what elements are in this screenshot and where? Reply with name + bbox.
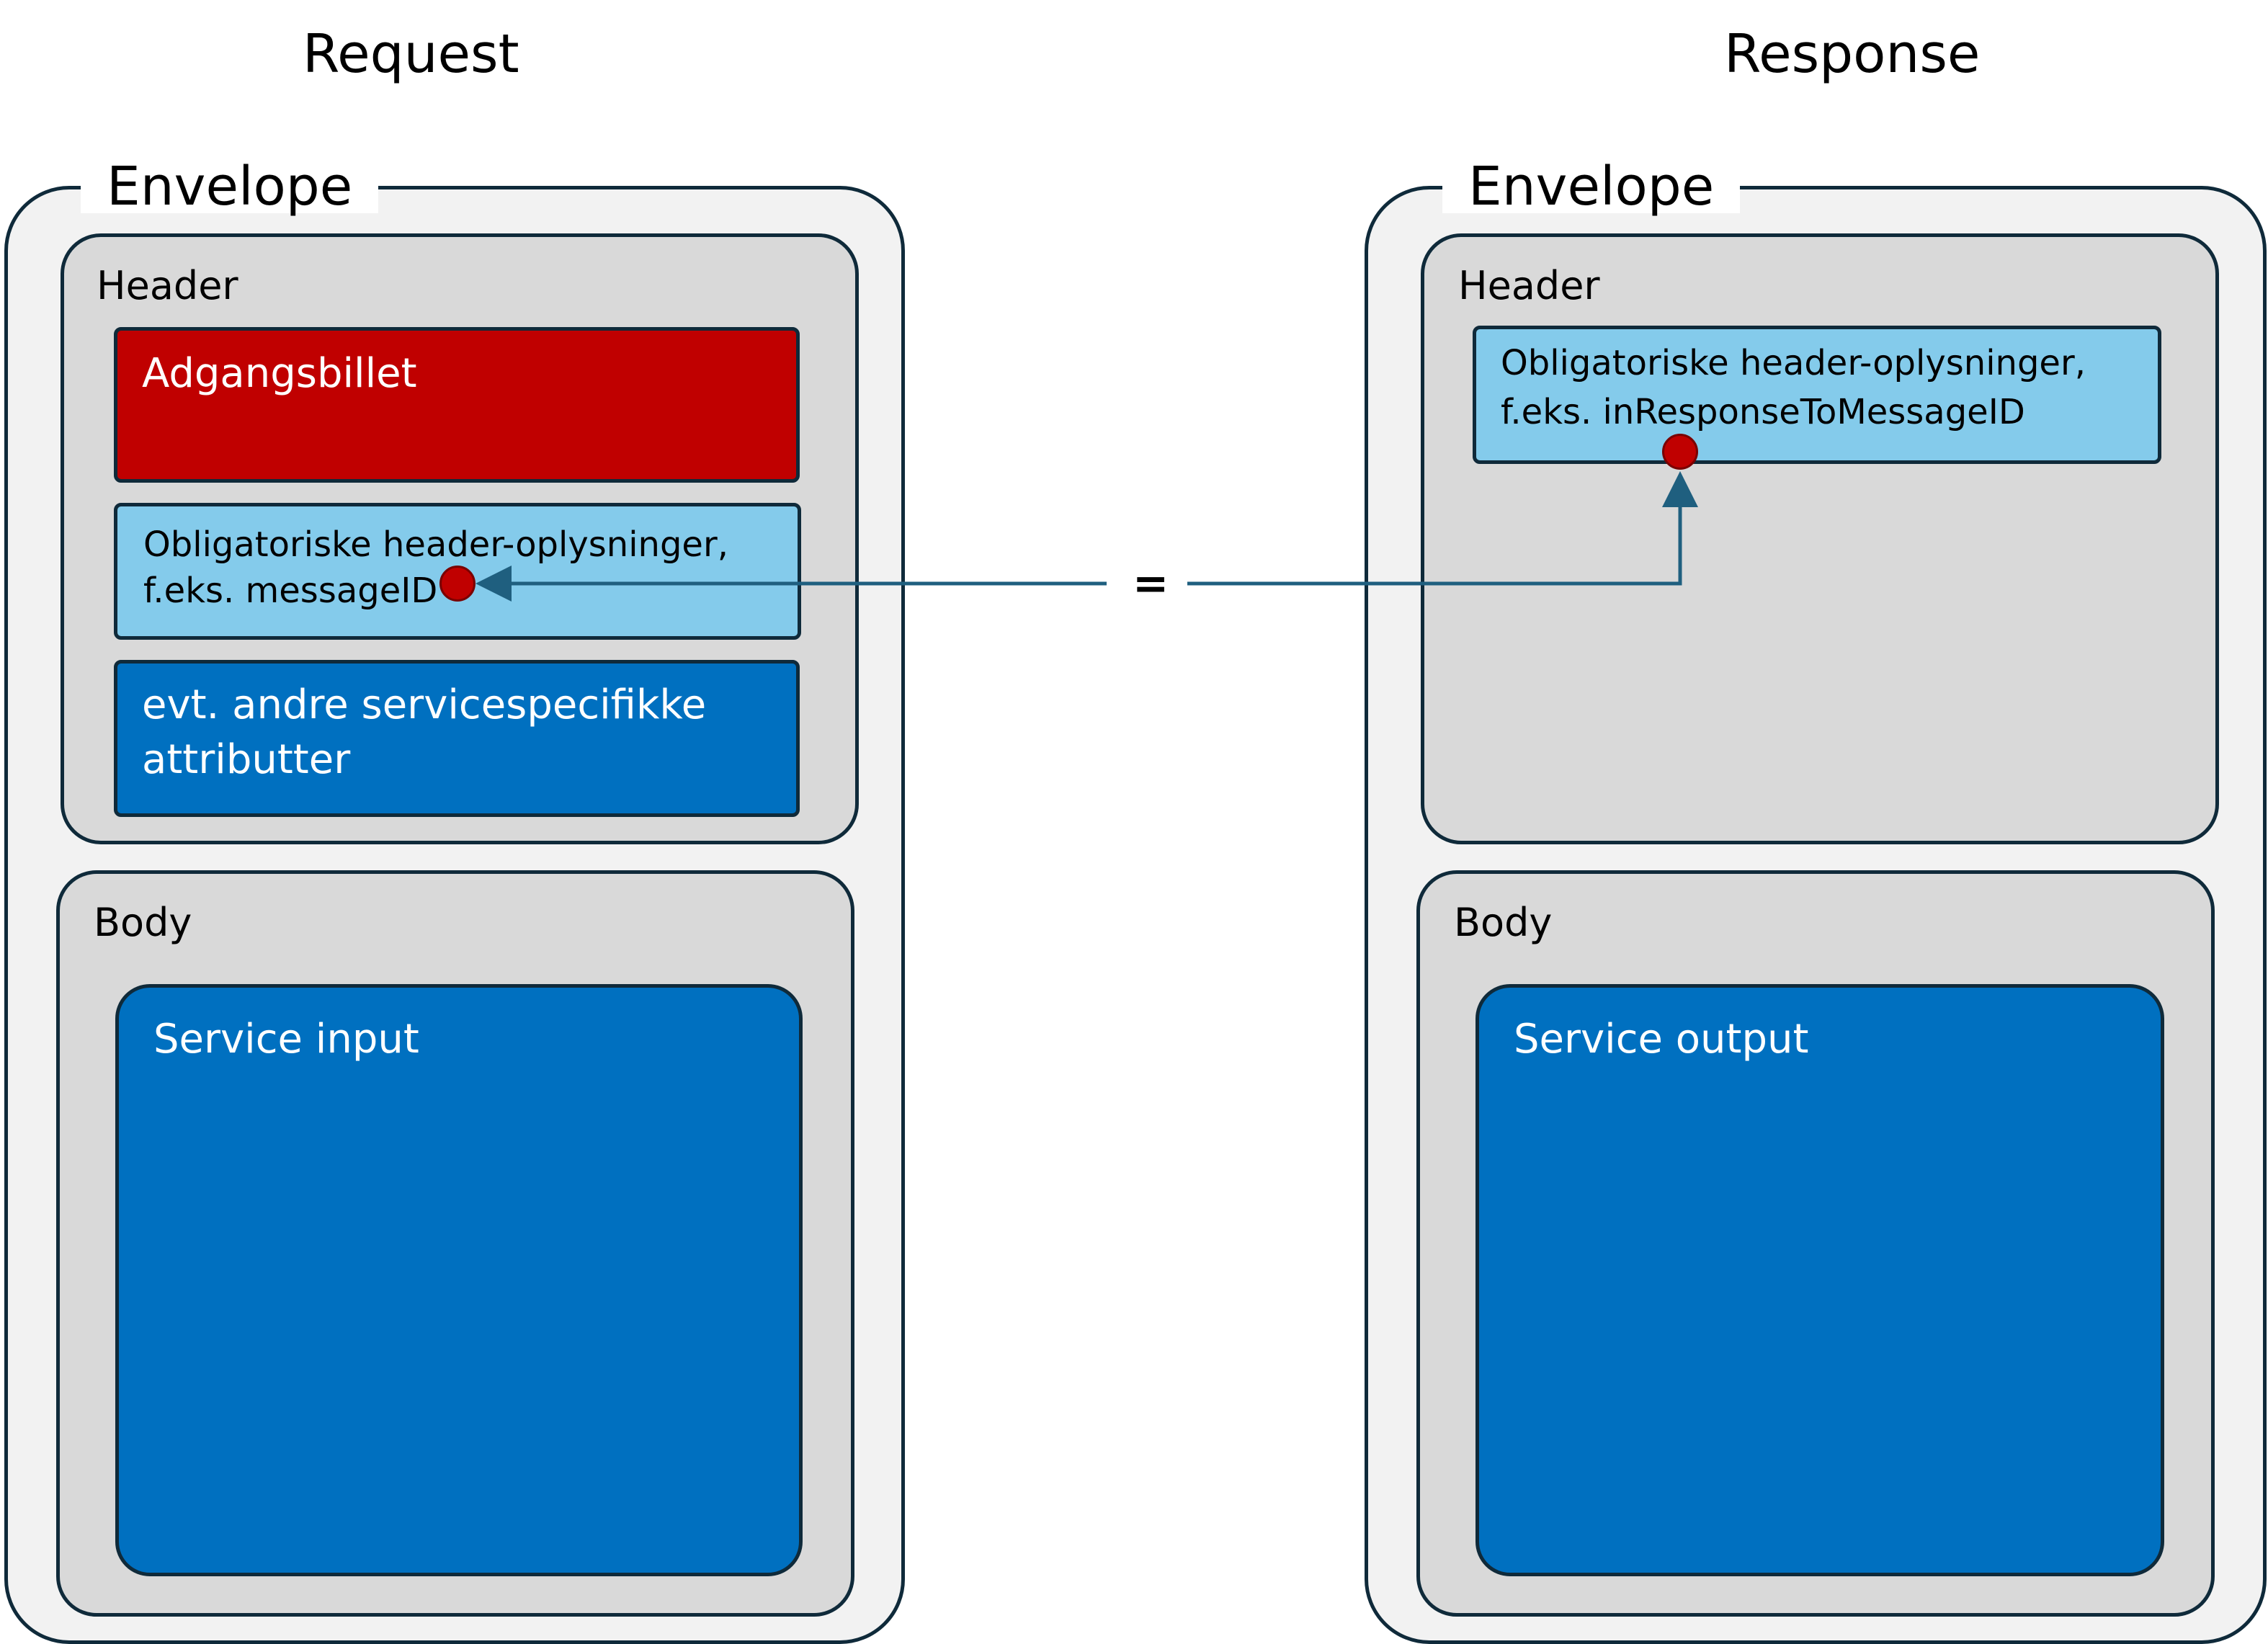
service-output-label: Service output	[1514, 1016, 1809, 1063]
response-mandatory-header-box: Obligatoriske header-oplysninger, f.eks.…	[1473, 326, 2161, 464]
request-envelope-label: Envelope	[81, 160, 379, 213]
other-attributes-line1: evt. andre servicespecifikke	[142, 682, 707, 728]
request-header-label: Header	[97, 263, 238, 308]
service-input-box: Service input	[115, 984, 803, 1576]
response-body-label: Body	[1454, 900, 1553, 945]
service-input-label: Service input	[153, 1016, 419, 1063]
other-attributes-line2: attributter	[142, 736, 351, 783]
response-mandatory-header-line1: Obligatoriske header-oplysninger,	[1501, 343, 2086, 383]
service-output-box: Service output	[1475, 984, 2164, 1576]
response-envelope-label: Envelope	[1442, 160, 1741, 213]
other-attributes-box: evt. andre servicespecifikke attributter	[114, 660, 800, 817]
response-title: Response	[1724, 23, 1981, 85]
request-messageid-dot	[439, 566, 476, 602]
access-ticket-label: Adgangsbillet	[142, 350, 417, 397]
request-mandatory-header-line2: f.eks. messageID	[143, 571, 438, 611]
request-mandatory-header-line1: Obligatoriske header-oplysninger,	[143, 524, 728, 565]
connector-right-arrow	[1187, 471, 1698, 586]
response-messageid-dot	[1662, 434, 1698, 470]
request-title: Request	[303, 23, 519, 85]
response-mandatory-header-line2: f.eks. inResponseToMessageID	[1501, 392, 2025, 432]
response-header-label: Header	[1458, 263, 1600, 308]
access-ticket-box: Adgangsbillet	[114, 327, 800, 483]
request-body-label: Body	[94, 900, 192, 945]
connector-equals-label: =	[1133, 558, 1169, 609]
